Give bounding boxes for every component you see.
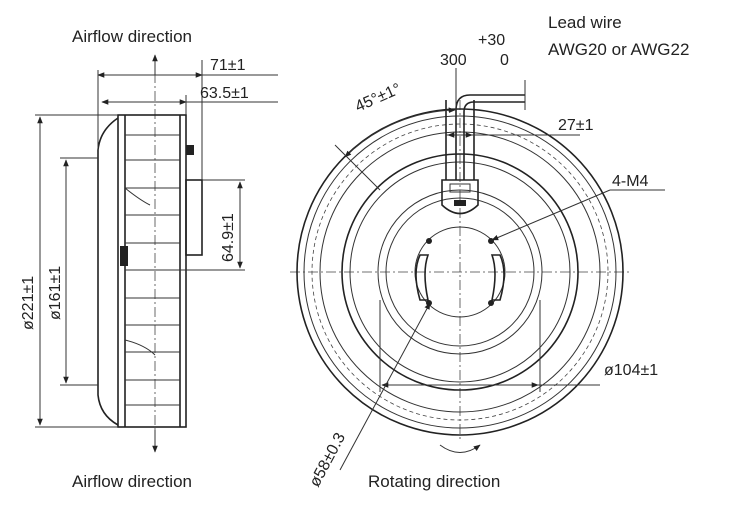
dim-mount-diameter: ø104±1 bbox=[604, 362, 658, 379]
mount-ring bbox=[377, 189, 543, 355]
dim-wire-width: 27±1 bbox=[558, 117, 594, 134]
inlet-ring bbox=[341, 153, 579, 391]
dim-offset: 64.9±1 bbox=[220, 213, 237, 262]
motor-bracket bbox=[185, 179, 203, 256]
dim-hub-diameter: ø58±0.3 bbox=[307, 430, 350, 490]
outer-ring bbox=[296, 108, 624, 436]
lead-wire-label: Lead wire bbox=[548, 13, 622, 32]
angle-arc bbox=[344, 107, 456, 158]
dim-body-height: 63.5±1 bbox=[200, 85, 249, 102]
dim-wire-tol-lower: 0 bbox=[500, 52, 509, 69]
dim-angle: 45°±1° bbox=[353, 80, 404, 115]
screw-holes bbox=[426, 238, 494, 306]
lead-wire-gauge-label: AWG20 or AWG22 bbox=[548, 40, 689, 59]
dim-overall-height: 71±1 bbox=[210, 57, 246, 74]
airflow-label-bottom: Airflow direction bbox=[72, 472, 192, 491]
dim-inlet-diameter: ø161±1 bbox=[47, 266, 64, 320]
impeller-frame bbox=[117, 114, 187, 428]
front-view bbox=[290, 68, 665, 471]
hub-circle bbox=[414, 226, 506, 318]
terminal-box bbox=[441, 179, 479, 215]
dim-outer-diameter: ø221±1 bbox=[20, 276, 37, 330]
rotation-arrow bbox=[439, 444, 481, 453]
inlet-cone bbox=[97, 117, 119, 426]
rotating-direction-label: Rotating direction bbox=[368, 472, 500, 491]
airflow-label-top: Airflow direction bbox=[72, 27, 192, 46]
dim-screws: 4-M4 bbox=[612, 173, 649, 190]
dim-wire-tol-upper: +30 bbox=[478, 32, 505, 49]
dim-wire-length: 300 bbox=[440, 52, 467, 69]
side-view bbox=[35, 54, 278, 453]
